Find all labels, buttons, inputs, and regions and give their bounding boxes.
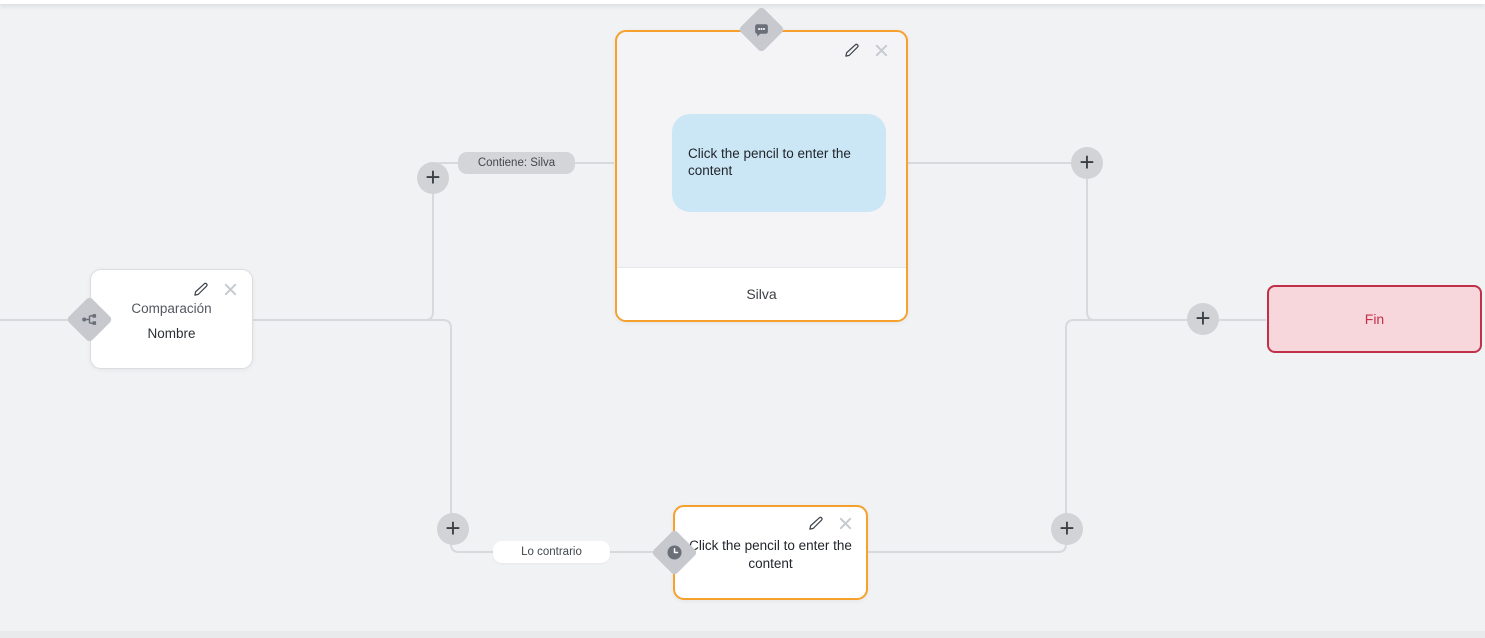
branch-icon xyxy=(81,311,98,328)
connector-action-to-end xyxy=(868,319,1266,553)
close-icon[interactable] xyxy=(223,282,238,297)
pencil-icon[interactable] xyxy=(844,43,859,58)
message-node-footer: Silva xyxy=(617,267,906,320)
canvas-top-edge xyxy=(0,0,1485,4)
canvas-bottom-edge xyxy=(0,631,1485,638)
message-bubble: Click the pencil to enter the content xyxy=(672,114,886,212)
connector-condition-to-action xyxy=(253,319,656,553)
add-node-button[interactable]: + xyxy=(437,513,469,545)
message-node-card[interactable]: Click the pencil to enter the content Si… xyxy=(615,30,908,322)
close-icon[interactable] xyxy=(874,43,889,58)
clock-icon xyxy=(666,544,683,561)
message-node-port xyxy=(738,6,785,53)
chat-bubble-icon xyxy=(753,21,770,38)
condition-node-port xyxy=(66,296,113,343)
edge-label-otherwise: Lo contrario xyxy=(493,541,610,563)
pencil-icon[interactable] xyxy=(193,282,208,297)
condition-node-card[interactable]: Comparación Nombre xyxy=(90,269,253,369)
condition-node-subtitle: Nombre xyxy=(147,326,196,341)
end-node-label: Fin xyxy=(1364,311,1385,327)
add-node-button[interactable]: + xyxy=(1051,513,1083,545)
add-node-button[interactable]: + xyxy=(1187,303,1219,335)
end-node-card[interactable]: Fin xyxy=(1267,285,1482,353)
pencil-icon[interactable] xyxy=(808,516,823,531)
close-icon[interactable] xyxy=(838,516,853,531)
message-node-footer-text: Silva xyxy=(746,286,777,302)
add-node-button[interactable]: + xyxy=(1071,147,1103,179)
action-node-placeholder: Click the pencil to enter the content xyxy=(689,538,852,571)
connector-message-to-end xyxy=(908,162,1266,321)
action-node-port xyxy=(651,529,698,576)
action-node-card[interactable]: Click the pencil to enter the content xyxy=(673,505,868,600)
condition-node-title: Comparación xyxy=(131,301,212,316)
add-node-button[interactable]: + xyxy=(417,162,449,194)
edge-label-contains: Contiene: Silva xyxy=(458,152,575,174)
